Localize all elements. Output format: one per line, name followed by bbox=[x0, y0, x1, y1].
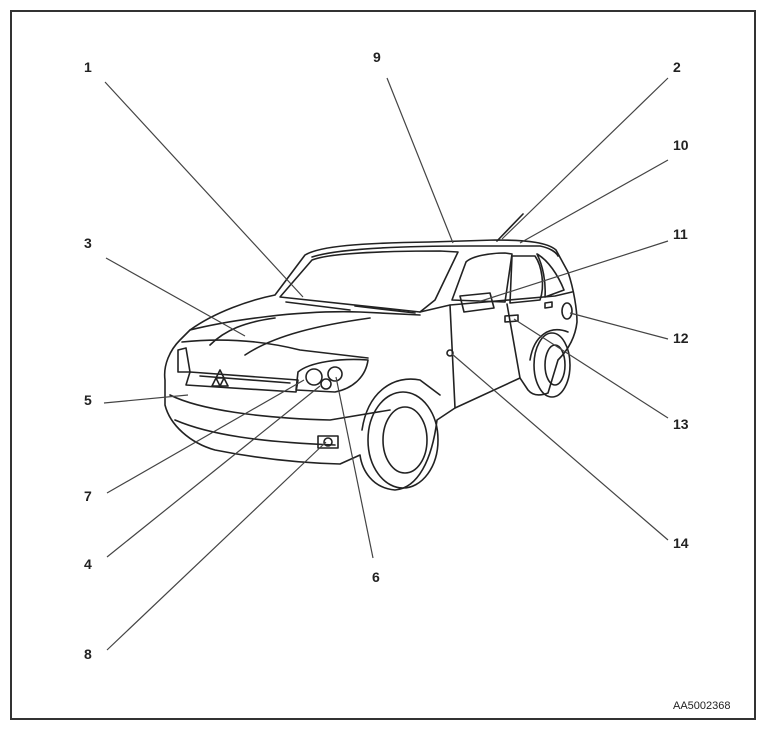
door-line-front bbox=[449, 304, 456, 409]
leader-9 bbox=[386, 77, 454, 244]
hood-crease-left bbox=[209, 317, 276, 346]
callout-12: 12 bbox=[673, 330, 689, 346]
headlight-lamp-1 bbox=[305, 368, 323, 386]
callout-14: 14 bbox=[673, 535, 689, 551]
leader-4 bbox=[106, 385, 321, 558]
front-side-window bbox=[451, 252, 513, 303]
leader-13 bbox=[513, 318, 669, 419]
callout-3: 3 bbox=[84, 235, 92, 251]
leader-8 bbox=[106, 441, 327, 651]
rear-wheel-arch bbox=[529, 329, 569, 361]
roof-line bbox=[311, 245, 559, 258]
rear-door-handle bbox=[544, 301, 553, 309]
callout-9: 9 bbox=[373, 49, 381, 65]
front-wheel-arch bbox=[361, 378, 441, 431]
front-bumper bbox=[169, 394, 391, 421]
antenna bbox=[496, 213, 524, 242]
leader-1 bbox=[104, 81, 304, 298]
callout-2: 2 bbox=[673, 59, 681, 75]
front-wheel-rim bbox=[382, 406, 428, 474]
hood-front bbox=[181, 339, 369, 359]
front-wheel bbox=[367, 391, 439, 489]
callout-8: 8 bbox=[84, 646, 92, 662]
headlight-lamp-2 bbox=[327, 366, 343, 382]
callout-6: 6 bbox=[372, 569, 380, 585]
leader-6 bbox=[335, 376, 374, 559]
beltline bbox=[419, 291, 573, 313]
reference-code: AA5002368 bbox=[673, 700, 731, 712]
fog-lamp bbox=[317, 435, 339, 449]
callout-7: 7 bbox=[84, 488, 92, 504]
headlight-left bbox=[177, 347, 191, 373]
fuel-lid bbox=[561, 302, 573, 320]
callout-13: 13 bbox=[673, 416, 689, 432]
leader-3 bbox=[105, 257, 246, 337]
wiper-left bbox=[285, 301, 351, 311]
callout-4: 4 bbox=[84, 556, 92, 572]
leader-11 bbox=[477, 240, 669, 303]
emblem bbox=[211, 369, 229, 387]
rear-wheel bbox=[533, 332, 571, 398]
callout-11: 11 bbox=[673, 226, 688, 242]
grille-inner bbox=[199, 375, 291, 384]
callout-5: 5 bbox=[84, 392, 92, 408]
leader-14 bbox=[451, 353, 669, 541]
leader-7 bbox=[106, 379, 305, 494]
diagram-frame bbox=[10, 10, 756, 720]
headlight-assembly bbox=[295, 358, 369, 393]
side-mirror bbox=[459, 292, 495, 313]
grille bbox=[185, 371, 299, 393]
bumper-lower bbox=[174, 419, 336, 446]
rear-wheel-rim bbox=[544, 344, 566, 386]
callout-10: 10 bbox=[673, 137, 689, 153]
rear-side-window bbox=[509, 255, 544, 304]
leader-12 bbox=[569, 312, 669, 340]
hood-edge bbox=[189, 310, 421, 331]
leader-2 bbox=[501, 77, 669, 240]
windshield bbox=[279, 250, 459, 313]
wiper-right bbox=[354, 305, 416, 314]
callout-1: 1 bbox=[84, 59, 92, 75]
headlight-lamp-3 bbox=[320, 378, 332, 390]
leader-5 bbox=[103, 394, 189, 404]
leader-10 bbox=[519, 159, 669, 244]
hood-crease-right bbox=[244, 317, 371, 356]
side-marker bbox=[446, 349, 454, 357]
quarter-window bbox=[536, 253, 565, 298]
car-body-outline bbox=[163, 239, 578, 491]
